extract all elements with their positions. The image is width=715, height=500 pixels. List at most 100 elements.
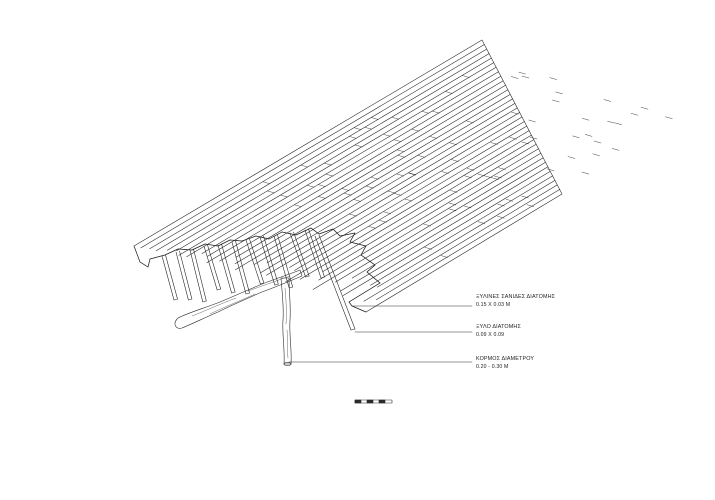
annotation-title: ΞΥΛΙΝΕΣ ΣΑΝΙΔΕΣ ΔΙΑΤΟΜΗΣ — [476, 294, 556, 300]
deck-board-line — [167, 57, 492, 251]
deck-board-joint — [318, 184, 326, 187]
deck-board-joint — [394, 193, 402, 196]
deck-board-line — [266, 112, 520, 264]
deck-board-joint — [464, 175, 472, 179]
roof-rafters — [161, 228, 356, 331]
annotation-dimension: 0.15 X 0.03 M — [476, 302, 511, 308]
rafter-edge — [175, 251, 189, 301]
rafter-edge — [249, 238, 265, 284]
rafter-edge — [320, 276, 325, 279]
rafter — [175, 250, 193, 301]
deck-board-joint — [546, 168, 555, 172]
rafter-edge — [245, 239, 261, 285]
deck-board-joint — [529, 136, 538, 140]
rafter-edge — [305, 275, 310, 278]
deck-board-line — [322, 143, 537, 273]
rafter-edge — [259, 236, 276, 286]
deck-board-joint — [364, 127, 372, 130]
rafter-edge — [273, 235, 290, 289]
rafter — [217, 243, 236, 294]
deck-board-joint — [396, 173, 405, 177]
rafter-edge — [217, 244, 232, 294]
rafter — [245, 238, 265, 285]
rafter-edge — [277, 234, 294, 288]
deck-board-line — [235, 103, 516, 271]
rafter-edge — [274, 283, 279, 286]
rafter-edge — [263, 235, 279, 285]
deck-board-line — [140, 44, 485, 249]
deck-board-joint — [353, 199, 362, 202]
annotation-dimension: 0.20 - 0.30 M — [476, 364, 509, 370]
deck-board-line — [219, 89, 509, 262]
rafter-edge — [189, 249, 204, 303]
deck-board-joint — [450, 190, 458, 193]
trunk-base — [283, 362, 292, 366]
deck-board-joint — [630, 113, 639, 116]
deck-board-joint — [379, 220, 387, 223]
deck-board-joint — [491, 177, 499, 180]
deck-board-joint — [411, 128, 420, 132]
rafter-edge — [288, 286, 294, 289]
deck-board-line — [363, 184, 558, 302]
deck-board-joint — [262, 181, 270, 184]
deck-board-joint — [592, 153, 600, 157]
deck-board-line — [335, 157, 544, 283]
deck-board-joint — [611, 148, 620, 151]
long-rafter — [314, 234, 356, 331]
deck-board-line — [377, 180, 556, 288]
deck-board-joint — [267, 190, 275, 194]
annotation-title: ΞΥΛΟ ΔΙΑΤΟΜΗΣ — [476, 324, 521, 330]
deck-board-joint — [341, 188, 350, 191]
deck-board-line — [206, 85, 506, 264]
deck-board-joint — [462, 75, 470, 78]
rafter-edge — [318, 234, 356, 330]
deck-board-joint — [511, 111, 519, 115]
rafter — [161, 254, 178, 301]
deck-board-line — [299, 139, 535, 280]
deck-board-joint — [593, 140, 602, 144]
deck-board-line — [254, 107, 518, 265]
rafter-edge — [231, 291, 236, 294]
deck-board-joint — [388, 190, 396, 194]
deck-board-joint — [429, 136, 438, 139]
deck-board-joint — [366, 185, 374, 189]
deck-board-joint — [567, 156, 576, 159]
deck-board-joint — [603, 99, 611, 102]
annotation-dimension: 0.09 X 0.09 — [476, 332, 505, 338]
deck-board-joint — [391, 117, 399, 120]
roof-deck-outline — [133, 39, 563, 313]
deck-board-joint — [498, 167, 506, 170]
deck-board-joint — [449, 142, 457, 145]
rafter-edge — [202, 300, 207, 303]
deck-board-joint — [518, 71, 526, 75]
deck-board-line — [376, 189, 560, 301]
deck-board-line — [176, 62, 495, 251]
deck-board-joint — [584, 134, 593, 137]
deck-board-joint — [555, 91, 563, 95]
deck-board-joint — [528, 119, 536, 123]
deck-board-joint — [371, 117, 379, 120]
deck-board-joint — [368, 226, 377, 229]
deck-board-joint — [521, 195, 529, 199]
deck-board-joint — [552, 99, 560, 103]
deck-board-joint — [318, 196, 326, 199]
deck-board-joint — [421, 111, 430, 114]
deck-board-line — [285, 134, 532, 283]
rafter-edge — [221, 243, 236, 293]
deck-board-joint — [451, 159, 459, 162]
deck-board-joint — [521, 75, 530, 79]
rafter-edge — [308, 228, 325, 278]
deck-board-joint — [280, 194, 288, 198]
rafter-edge — [188, 298, 193, 301]
deck-board-joint — [383, 211, 391, 214]
deck-board-line — [289, 125, 528, 268]
deck-board-joint — [408, 172, 417, 176]
deck-board-joint — [448, 202, 457, 206]
deck-board-joint — [509, 136, 517, 140]
deck-board-joint — [614, 122, 622, 126]
deck-board-joint — [408, 172, 416, 176]
deck-board-lines — [140, 44, 560, 302]
deck-board-joint — [494, 175, 502, 179]
deck-board-joint — [353, 127, 362, 130]
rafter-edge — [207, 244, 221, 290]
